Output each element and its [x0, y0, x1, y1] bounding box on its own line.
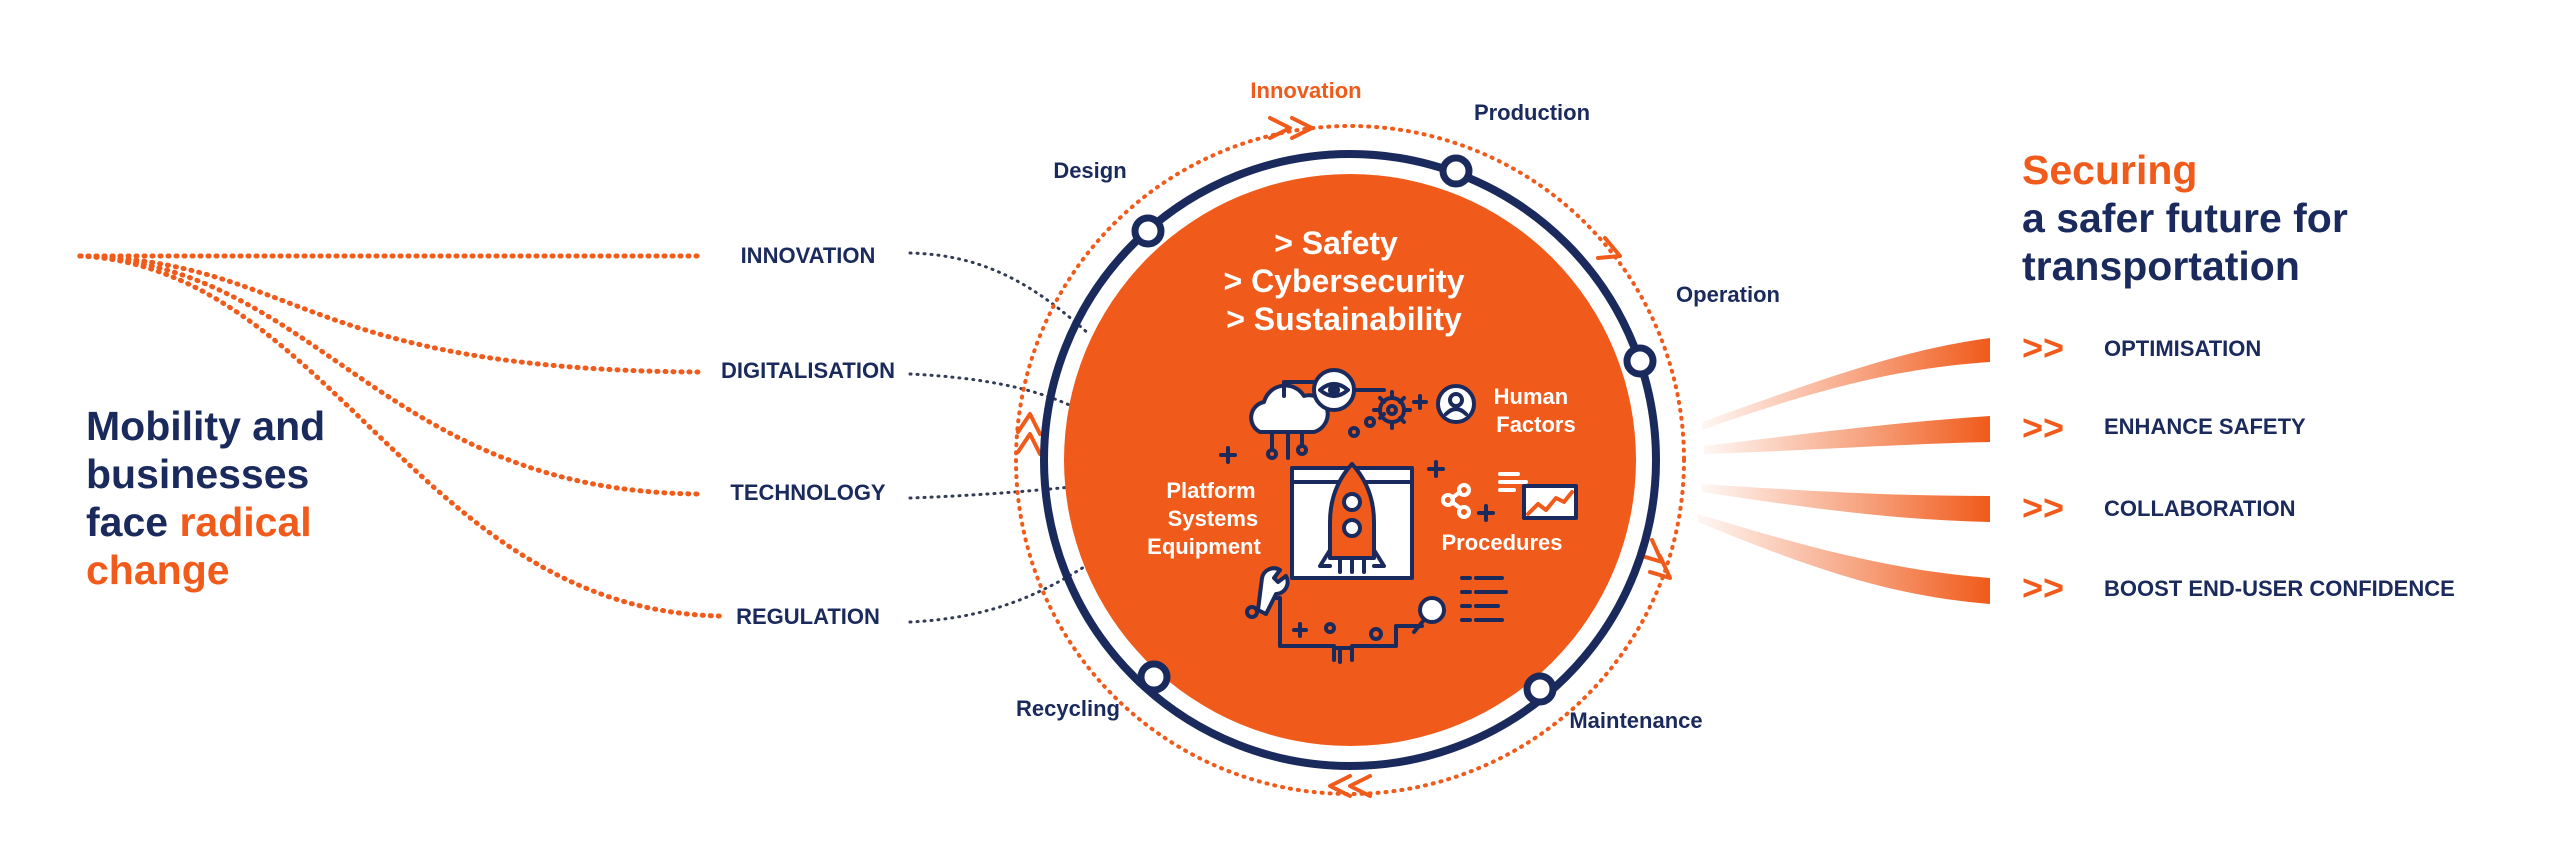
funnel-line-digitalisation	[77, 253, 703, 375]
left-section: INNOVATION DIGITALISATION TECHNOLOGY REG…	[77, 243, 1100, 629]
stage-label-recycling: Recycling	[1016, 696, 1120, 721]
plus-icon-4	[1477, 504, 1495, 522]
connector-regulation	[908, 556, 1100, 624]
plus-icon-1	[1412, 394, 1428, 410]
node-design	[1131, 214, 1165, 248]
stage-label-operation: Operation	[1676, 282, 1780, 307]
inner-label-procedures: Procedures	[1441, 530, 1562, 555]
funnel-line-regulation	[77, 253, 723, 619]
outcome-arrow-2: >>	[2022, 407, 2064, 448]
driver-label-technology: TECHNOLOGY	[730, 480, 886, 505]
left-headline: Mobility and businesses face radical cha…	[86, 403, 337, 593]
outcome-arrow-3: >>	[2022, 487, 2064, 528]
dot-3	[1245, 605, 1259, 619]
outcome-label-collaboration: COLLABORATION	[2104, 496, 2295, 521]
arrow-design	[1016, 412, 1042, 456]
inner-label-platform: Platform Systems Equipment	[1147, 478, 1264, 559]
right-title-line-1: Securing	[2022, 147, 2197, 193]
outcome-label-enhance-safety: ENHANCE SAFETY	[2104, 414, 2306, 439]
user-icon	[1436, 384, 1476, 424]
headline-line-2: businesses	[86, 451, 309, 497]
lifecycle-dotted-ring	[1014, 124, 1686, 796]
inner-label-human-factors: Human Factors	[1494, 384, 1576, 437]
dot-2	[1364, 416, 1376, 428]
beam-confidence	[1698, 514, 1990, 604]
driver-connectors	[908, 251, 1100, 624]
node-recycling	[1137, 660, 1171, 694]
outcome-arrow-4: >>	[2022, 567, 2064, 608]
headline-line-3-highlight: radical	[179, 499, 311, 545]
eye-icon	[1312, 368, 1356, 412]
right-title-line-3: transportation	[2022, 243, 2300, 289]
driver-funnel-lines	[77, 253, 723, 619]
center-disc	[1064, 174, 1636, 746]
magnifier-icon	[1412, 596, 1446, 634]
wrench-icon	[1256, 566, 1290, 616]
plus-icon-3	[1427, 460, 1445, 478]
outcome-arrow-1: >>	[2022, 327, 2064, 368]
center-line-sustainability: > Sustainability	[1226, 301, 1462, 337]
arrow-innovation	[1268, 116, 1314, 140]
right-title-line-2: a safer future for	[2022, 195, 2348, 241]
cloud-dot-1	[1266, 448, 1278, 460]
beam-collaboration	[1702, 484, 1990, 522]
cloud-to-eye-line	[1282, 380, 1320, 398]
center-line-safety: > Safety	[1274, 225, 1398, 261]
node-operation	[1623, 344, 1657, 378]
gear-icon	[1372, 390, 1412, 430]
cloud-icon	[1249, 383, 1330, 434]
outcome-label-optimisation: OPTIMISATION	[2104, 336, 2261, 361]
stage-label-innovation: Innovation	[1250, 78, 1361, 103]
right-title: Securing a safer future for transportati…	[2022, 147, 2359, 289]
stage-label-production: Production	[1474, 100, 1590, 125]
plus-icon-5	[1292, 622, 1308, 638]
funnel-line-technology	[77, 253, 703, 497]
lifecycle-navy-ring	[1040, 150, 1660, 770]
connector-innovation	[908, 251, 1092, 337]
dot-5	[1369, 627, 1383, 641]
center-illustration	[1219, 368, 1578, 664]
circuit-resistor	[1332, 646, 1354, 662]
circuit-lines	[1270, 596, 1424, 664]
driver-label-regulation: REGULATION	[736, 604, 880, 629]
arrow-maintenance	[1640, 538, 1672, 580]
arrow-recycling	[1328, 774, 1372, 798]
list-icon	[1460, 576, 1508, 622]
headline-line-4-highlight: change	[86, 547, 230, 593]
chart-icon	[1498, 472, 1578, 520]
rocket-window	[1290, 462, 1414, 580]
dot-4	[1324, 622, 1336, 634]
right-section: Securing a safer future for transportati…	[1698, 147, 2455, 608]
beam-optimisation	[1702, 338, 1990, 430]
outcome-beams	[1698, 338, 1990, 604]
dot-1	[1348, 426, 1360, 438]
plus-icon-2	[1219, 446, 1237, 464]
cloud-connections	[1270, 430, 1304, 460]
connector-technology	[908, 484, 1084, 500]
center-section: Innovation Production Design Operation R…	[1014, 78, 1780, 798]
cloud-dot-2	[1296, 444, 1308, 456]
stage-nodes	[1131, 154, 1657, 706]
center-line-cybersecurity: > Cybersecurity	[1223, 263, 1464, 299]
driver-label-innovation: INNOVATION	[741, 243, 876, 268]
beam-enhance-safety	[1704, 416, 1990, 454]
connector-digitalisation	[908, 372, 1082, 412]
node-maintenance	[1523, 672, 1557, 706]
headline-line-3-prefix: face	[86, 499, 179, 545]
node-production	[1439, 154, 1473, 188]
arrow-operation	[1596, 236, 1622, 260]
headline-line-1: Mobility and	[86, 403, 325, 449]
driver-label-digitalisation: DIGITALISATION	[721, 358, 895, 383]
outcome-label-confidence: BOOST END-USER CONFIDENCE	[2104, 576, 2455, 601]
lifecycle-arrows	[1016, 116, 1672, 798]
stage-label-design: Design	[1053, 158, 1126, 183]
stage-label-maintenance: Maintenance	[1569, 708, 1702, 733]
share-icon	[1441, 483, 1471, 519]
